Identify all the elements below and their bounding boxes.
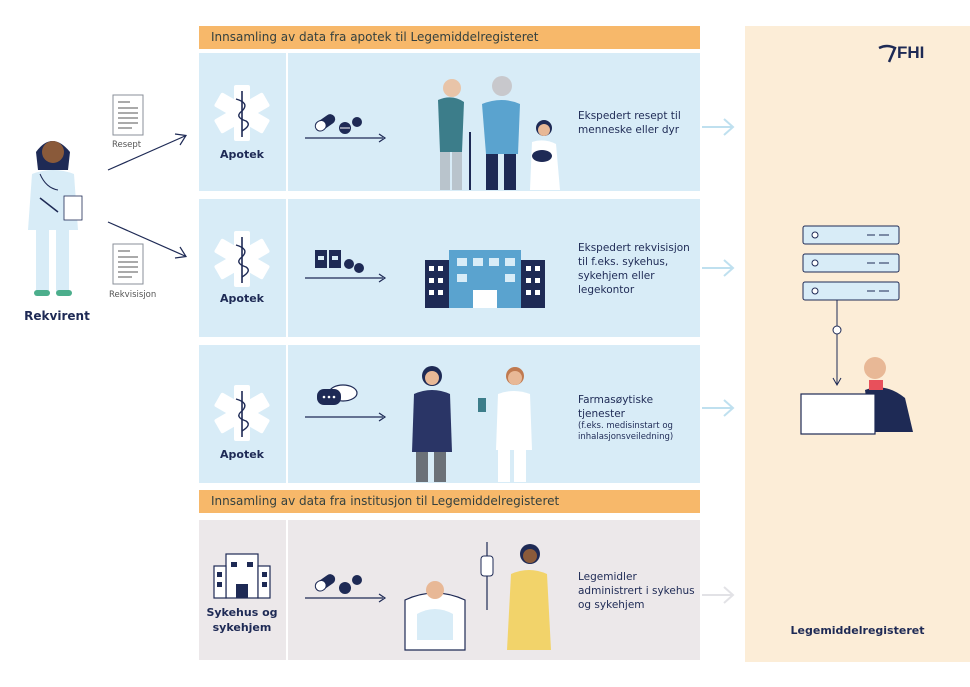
- pharmacist-consultation-illustration: [412, 366, 532, 482]
- pills-icon: [305, 574, 387, 603]
- row-source-label: Apotek: [220, 292, 264, 305]
- header-institution: Innsamling av data fra institusjon til L…: [199, 490, 700, 513]
- row-description: Ekspedert resept til menneske eller dyr: [578, 110, 681, 136]
- requisition-label: Rekvisisjon: [109, 290, 157, 300]
- row-description-note: (f.eks. medisinstart og inhalasjonsveile…: [578, 421, 674, 442]
- prescriber-illustration: [28, 141, 83, 296]
- row-source-label: Apotek: [220, 448, 264, 461]
- prescription-label: Resept: [112, 140, 142, 150]
- pharmacy-icon: [214, 231, 270, 287]
- row-description: Ekspedert rekvisisjon til f.eks. sykehus…: [578, 242, 690, 296]
- row-source-label: Apotek: [220, 148, 264, 161]
- flow-arrow-icon: [702, 399, 735, 417]
- medicine-bottles-icon: [305, 250, 387, 283]
- pharmacy-icon: [214, 385, 270, 441]
- row-divider: [286, 345, 288, 483]
- flow-arrow-icon: [702, 118, 735, 136]
- row-divider: [286, 199, 288, 337]
- row-description: Farmasøytiske tjenester: [578, 394, 654, 420]
- requisition-arrow-icon: [107, 221, 188, 259]
- pills-icon: [305, 114, 387, 143]
- fhi-logo-text: FHI: [897, 43, 925, 62]
- registry-title: Legemiddelregisteret: [790, 624, 925, 637]
- registry-panel: [745, 26, 970, 662]
- row-description: Legemidler administrert i sykehus og syk…: [578, 571, 695, 611]
- row-description-block: Farmasøytiske tjenester (f.eks. medisins…: [578, 393, 696, 443]
- row-divider: [286, 520, 288, 660]
- row-source-label: Sykehus og sykehjem: [206, 606, 278, 634]
- prescription-arrow-icon: [107, 133, 188, 171]
- patients-illustration: [438, 76, 560, 190]
- registry-server-illustration: [800, 225, 913, 435]
- row-divider: [286, 53, 288, 191]
- speech-bubbles-icon: [305, 384, 387, 422]
- flow-arrow-icon: [702, 259, 735, 277]
- header-pharmacy: Innsamling av data fra apotek til Legemi…: [199, 26, 700, 49]
- requisition-document-icon: [112, 243, 144, 285]
- hospital-building-icon: [213, 553, 271, 599]
- pharmacy-icon: [214, 85, 270, 141]
- prescription-document-icon: [112, 94, 144, 136]
- patient-bed-illustration: [404, 542, 551, 651]
- prescriber-label: Rekvirent: [24, 309, 90, 323]
- institution-building-illustration: [425, 250, 545, 308]
- flow-arrow-icon: [702, 586, 735, 604]
